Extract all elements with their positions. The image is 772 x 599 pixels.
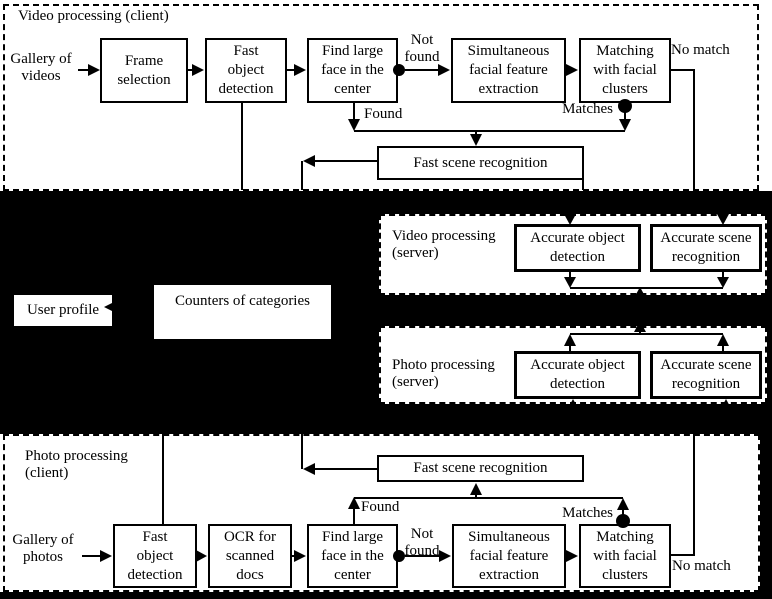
node-ocr: OCR for scanned docs [208, 524, 292, 588]
label-photo-client: Photo processing (client) [25, 448, 128, 481]
node-feature-extraction-video: Simultaneous facial feature extraction [451, 38, 566, 103]
label-video-server: Video processing (server) [392, 228, 496, 261]
node-counters-of-categories: Counters of categories [152, 283, 333, 341]
node-accurate-object-detection-photo: Accurate object detection [514, 351, 641, 399]
label-not-found-video: Not found [404, 32, 440, 65]
node-accurate-scene-recognition-photo: Accurate scene recognition [650, 351, 762, 399]
label-found-photo: Found [361, 499, 400, 515]
mask-bottom-strip [0, 592, 772, 599]
node-frame-selection: Frame selection [100, 38, 188, 103]
label-matches-video: Matches [562, 101, 613, 117]
node-fast-scene-recognition-photo: Fast scene recognition [377, 455, 584, 482]
node-matching-video: Matching with facial clusters [579, 38, 671, 103]
node-feature-extraction-photo: Simultaneous facial feature extraction [452, 524, 566, 588]
label-no-match-video: No match [671, 42, 730, 58]
label-gallery-of-videos: Gallery of videos [10, 51, 72, 84]
node-accurate-scene-recognition-video: Accurate scene recognition [650, 224, 762, 272]
label-video-client: Video processing (client) [18, 8, 169, 24]
section-photo-client [3, 434, 760, 592]
node-find-large-face-photo: Find large face in the center [307, 524, 398, 588]
node-fast-object-detection-photo: Fast object detection [113, 524, 197, 588]
node-find-large-face-video: Find large face in the center [307, 38, 398, 103]
node-accurate-object-detection-video: Accurate object detection [514, 224, 641, 272]
mask-right-strip [760, 434, 772, 592]
label-photo-server: Photo processing (server) [392, 357, 495, 390]
node-fast-object-detection-video: Fast object detection [205, 38, 287, 103]
node-fast-scene-recognition-video: Fast scene recognition [377, 146, 584, 180]
section-video-client [3, 4, 759, 191]
label-no-match-photo: No match [672, 558, 731, 574]
label-not-found-photo: Not found [404, 526, 440, 559]
node-matching-photo: Matching with facial clusters [579, 524, 671, 588]
node-user-profile: User profile [12, 293, 114, 328]
label-found-video: Found [364, 106, 403, 122]
label-gallery-of-photos: Gallery of photos [12, 532, 74, 565]
label-matches-photo: Matches [562, 505, 613, 521]
